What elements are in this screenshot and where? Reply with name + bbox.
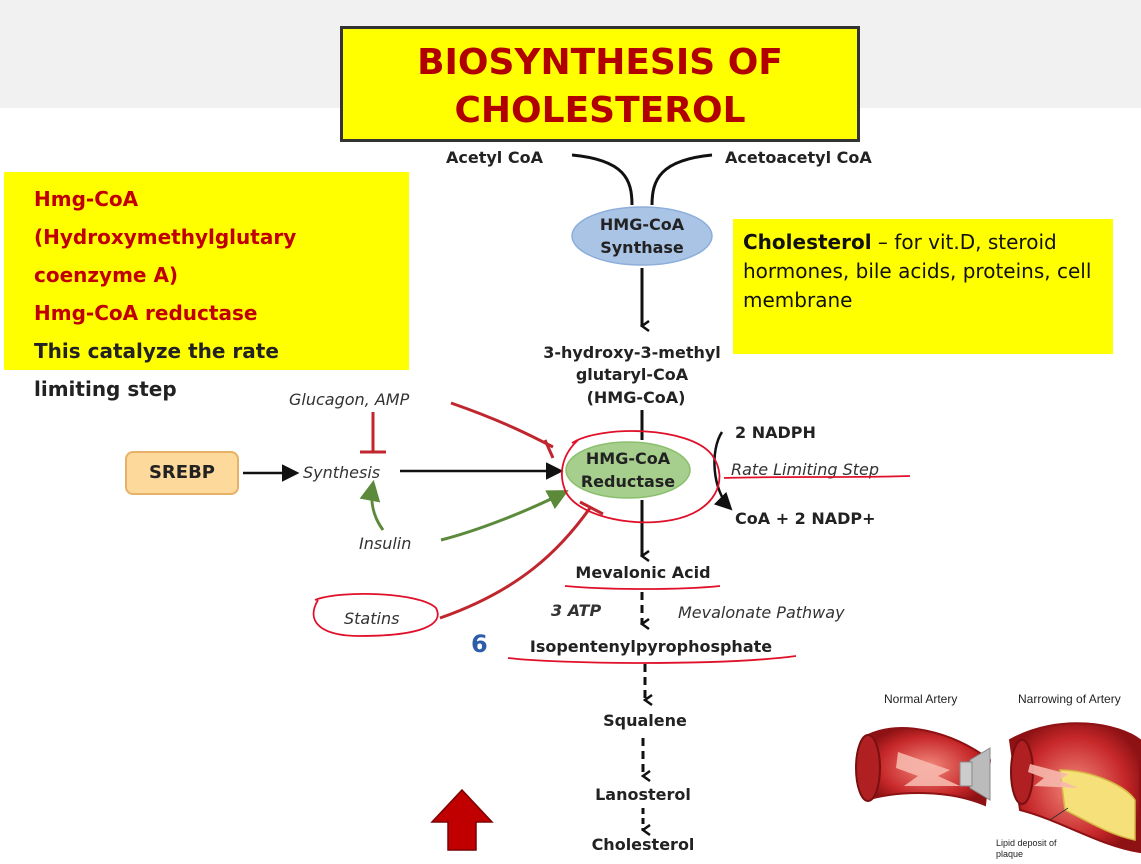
synthase-line-1: HMG-CoA — [600, 215, 685, 234]
title-line-1: BIOSYNTHESIS OF — [417, 42, 783, 83]
hmg-line-1: 3-hydroxy-3-methyl — [543, 343, 721, 362]
plaque-label-line-2: plaque — [996, 849, 1023, 859]
note-right-bold: Cholesterol — [743, 230, 872, 254]
reductase-line-2: Reductase — [581, 472, 675, 491]
statins-inhibit-line — [439, 507, 592, 620]
note-left-text: Hmg-CoA (Hydroxymethylglutary coenzyme A… — [34, 180, 414, 408]
note-right-box: Cholesterol – for vit.D, steroid hormone… — [733, 219, 1113, 354]
hmg-line-2: glutaryl-CoA — [576, 365, 689, 384]
nadph-curve-arrow — [713, 431, 733, 511]
mevalonic-underline — [564, 585, 721, 590]
note-left-line-2: (Hydroxymethylglutary — [34, 225, 297, 249]
lanosterol-label: Lanosterol — [595, 785, 691, 804]
nadph-label: 2 NADPH — [735, 423, 816, 442]
narrowed-artery-image — [1008, 722, 1141, 854]
note-right-text: – for vit.D, steroid hormones, bile acid… — [743, 230, 1092, 312]
normal-artery-image — [855, 727, 992, 807]
note-left-line-3: coenzyme A) — [34, 263, 179, 287]
coa-nadp-label: CoA + 2 NADP+ — [735, 509, 876, 528]
atp-label: 3 ATP — [551, 601, 601, 620]
srebp-box: SREBP — [125, 451, 239, 495]
glucagon-inhibit-line — [450, 401, 554, 449]
squalene-label: Squalene — [603, 711, 687, 730]
acetoacetyl-coa-label: Acetoacetyl CoA — [725, 148, 872, 167]
cholesterol-label: Cholesterol — [592, 835, 695, 854]
isopentenyl-label: Isopentenylpyrophosphate — [530, 637, 772, 656]
note-left-line-1: Hmg-CoA — [34, 187, 139, 211]
rate-limiting-underline — [723, 475, 911, 479]
acetyl-coa-label: Acetyl CoA — [446, 148, 544, 167]
step-number: 6 — [471, 630, 488, 658]
synthesis-label: Synthesis — [303, 463, 380, 482]
insulin-label: Insulin — [359, 534, 411, 553]
up-arrow-icon — [430, 788, 494, 851]
note-left-box — [4, 172, 409, 370]
statins-circle-annotation — [312, 592, 439, 637]
page-title: BIOSYNTHESIS OF CHOLESTEROL — [340, 26, 860, 142]
insulin-to-reductase-arrow — [440, 490, 569, 542]
glucagon-label: Glucagon, AMP — [289, 390, 410, 409]
note-left-line-5: This catalyze the rate — [34, 339, 279, 363]
note-left-line-6: limiting step — [34, 377, 177, 401]
hmg-coa-synthase-node — [571, 206, 713, 266]
speaker-icon — [959, 747, 991, 801]
hmg-coa-reductase-node — [565, 441, 691, 499]
glucagon-inhibit-bar — [543, 439, 555, 459]
acetoacetyl-coa-curve — [650, 153, 713, 206]
narrowing-artery-label: Narrowing of Artery — [1018, 692, 1121, 706]
reductase-line-1: HMG-CoA — [586, 449, 671, 468]
mevalonate-pathway-label: Mevalonate Pathway — [678, 603, 845, 622]
hmg-line-3: (HMG-CoA) — [587, 388, 686, 407]
isopentenyl-underline — [507, 655, 797, 664]
normal-artery-label: Normal Artery — [884, 692, 957, 706]
title-line-2: CHOLESTEROL — [454, 90, 746, 131]
mevalonic-label: Mevalonic Acid — [575, 563, 710, 582]
note-left-line-4: Hmg-CoA reductase — [34, 301, 258, 325]
plaque-label-line-1: Lipid deposit of — [996, 838, 1057, 848]
acetyl-coa-curve — [571, 153, 634, 206]
reductase-circle-annotation — [561, 430, 721, 524]
synthase-line-2: Synthase — [600, 238, 684, 257]
rate-limiting-label: Rate Limiting Step — [731, 460, 879, 479]
insulin-to-synthesis-arrow — [359, 479, 385, 531]
statins-label: Statins — [344, 609, 399, 628]
statins-inhibit-bar — [579, 500, 604, 516]
